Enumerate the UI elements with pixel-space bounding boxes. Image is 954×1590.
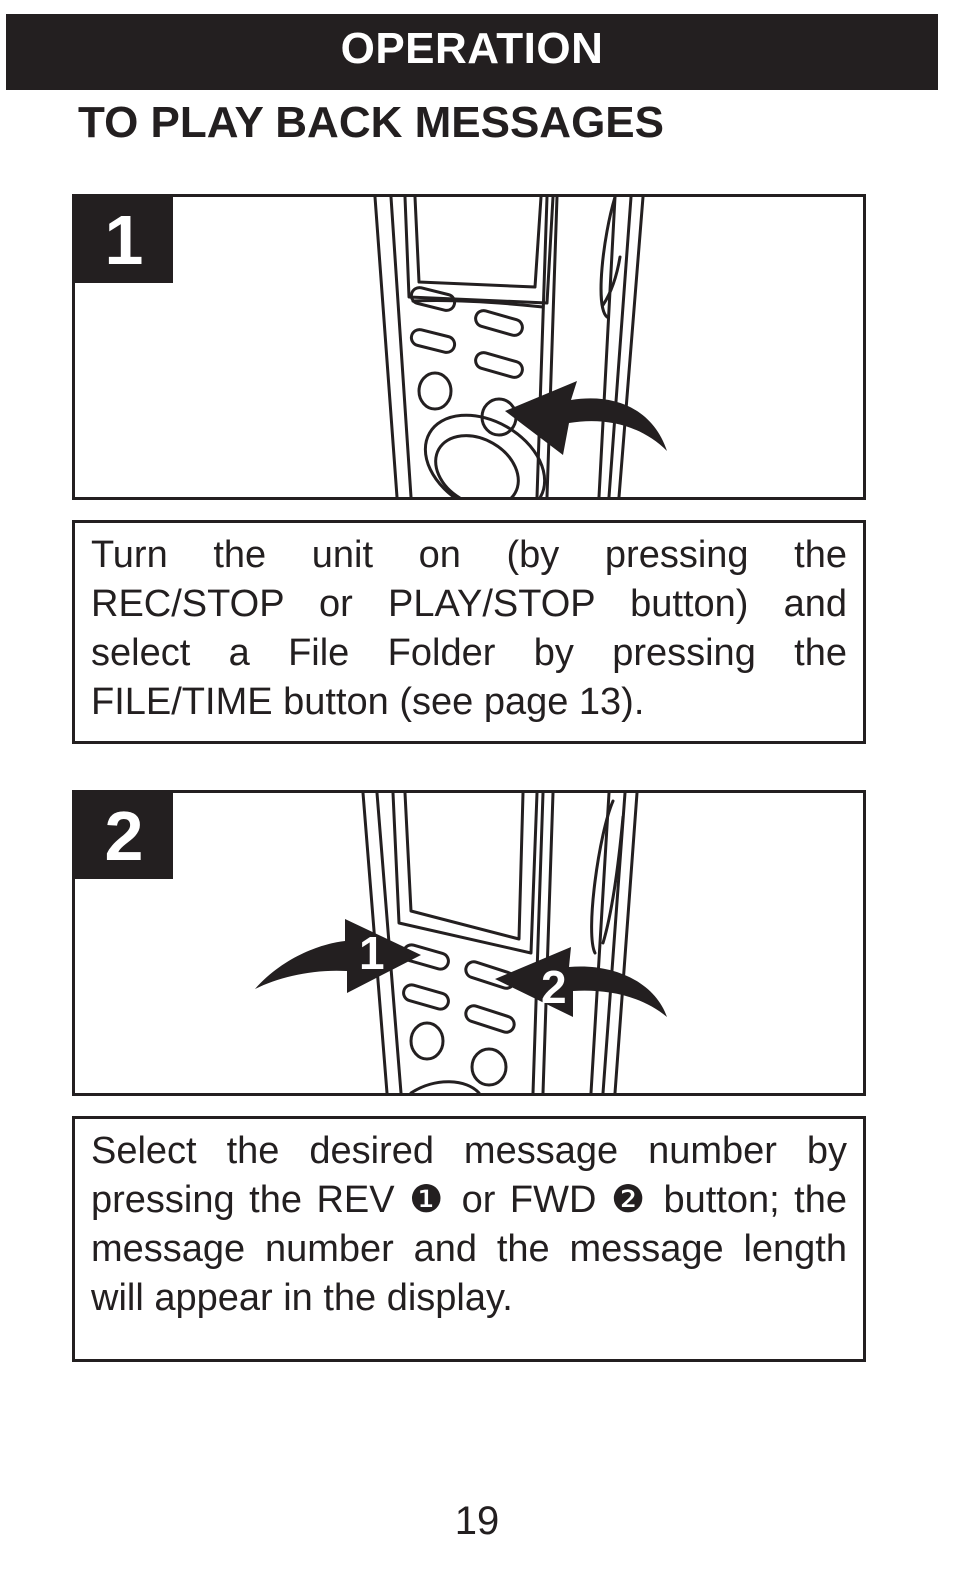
button-oval-2 bbox=[474, 309, 524, 337]
step-1-illustration: 1 bbox=[72, 194, 866, 500]
step-1-line-2: REC/STOP or PLAY/STOP button) and bbox=[91, 583, 847, 625]
button-round-2 bbox=[470, 1047, 508, 1087]
step-2-line-2: pressing the REV ❶ or FWD ❷ button; the bbox=[91, 1179, 847, 1221]
step-1-instructions: Turn the unit on (by pressing the REC/ST… bbox=[72, 520, 866, 744]
rev-arrow bbox=[255, 919, 421, 993]
display-screen bbox=[403, 793, 525, 941]
step-2-instructions: Select the desired message number by pre… bbox=[72, 1116, 866, 1362]
step-2-badge: 2 bbox=[75, 793, 173, 879]
display-screen bbox=[413, 197, 543, 289]
section-title: TO PLAY BACK MESSAGES bbox=[78, 98, 664, 147]
step-1-badge: 1 bbox=[75, 197, 173, 283]
step-2-line-4: will appear in the display. bbox=[91, 1277, 513, 1319]
header-bar: OPERATION bbox=[6, 14, 938, 90]
step-2-line-1: Select the desired message number by bbox=[91, 1130, 847, 1172]
header-title: OPERATION bbox=[340, 24, 604, 73]
dial-top-edge bbox=[409, 1080, 481, 1093]
recorder-body-right-edge bbox=[617, 197, 645, 497]
step-2-illustration: 2 1 2 bbox=[72, 790, 866, 1096]
button-round-1 bbox=[409, 1021, 445, 1061]
recorder-body-left-edge bbox=[373, 197, 399, 497]
page-number: 19 bbox=[454, 1499, 500, 1543]
step-1-line-1: Turn the unit on (by pressing the bbox=[91, 534, 847, 576]
fwd-arrow bbox=[495, 947, 667, 1017]
recorder-press-button-illustration bbox=[373, 197, 667, 497]
recorder-body-right-edge bbox=[613, 793, 639, 1093]
fwd-arrow-label: 2 bbox=[541, 961, 567, 1013]
step-2-line-3: message number and the message length bbox=[91, 1228, 847, 1270]
press-arrow bbox=[505, 381, 667, 455]
dial-inner bbox=[434, 434, 520, 497]
button-oval-1 bbox=[409, 286, 457, 312]
dial-outer bbox=[423, 413, 547, 497]
recorder-rev-fwd-illustration: 1 2 bbox=[255, 793, 667, 1093]
step-1-line-4: FILE/TIME button (see page 13). bbox=[91, 681, 645, 723]
button-round-1 bbox=[417, 371, 453, 411]
step-1-line-3: select a File Folder by pressing the bbox=[91, 632, 847, 674]
button-oval-3 bbox=[409, 328, 457, 354]
rev-arrow-label: 1 bbox=[359, 927, 385, 979]
button-oval-3 bbox=[402, 983, 450, 1011]
button-oval-4 bbox=[474, 351, 524, 379]
button-oval-4 bbox=[464, 1004, 516, 1034]
